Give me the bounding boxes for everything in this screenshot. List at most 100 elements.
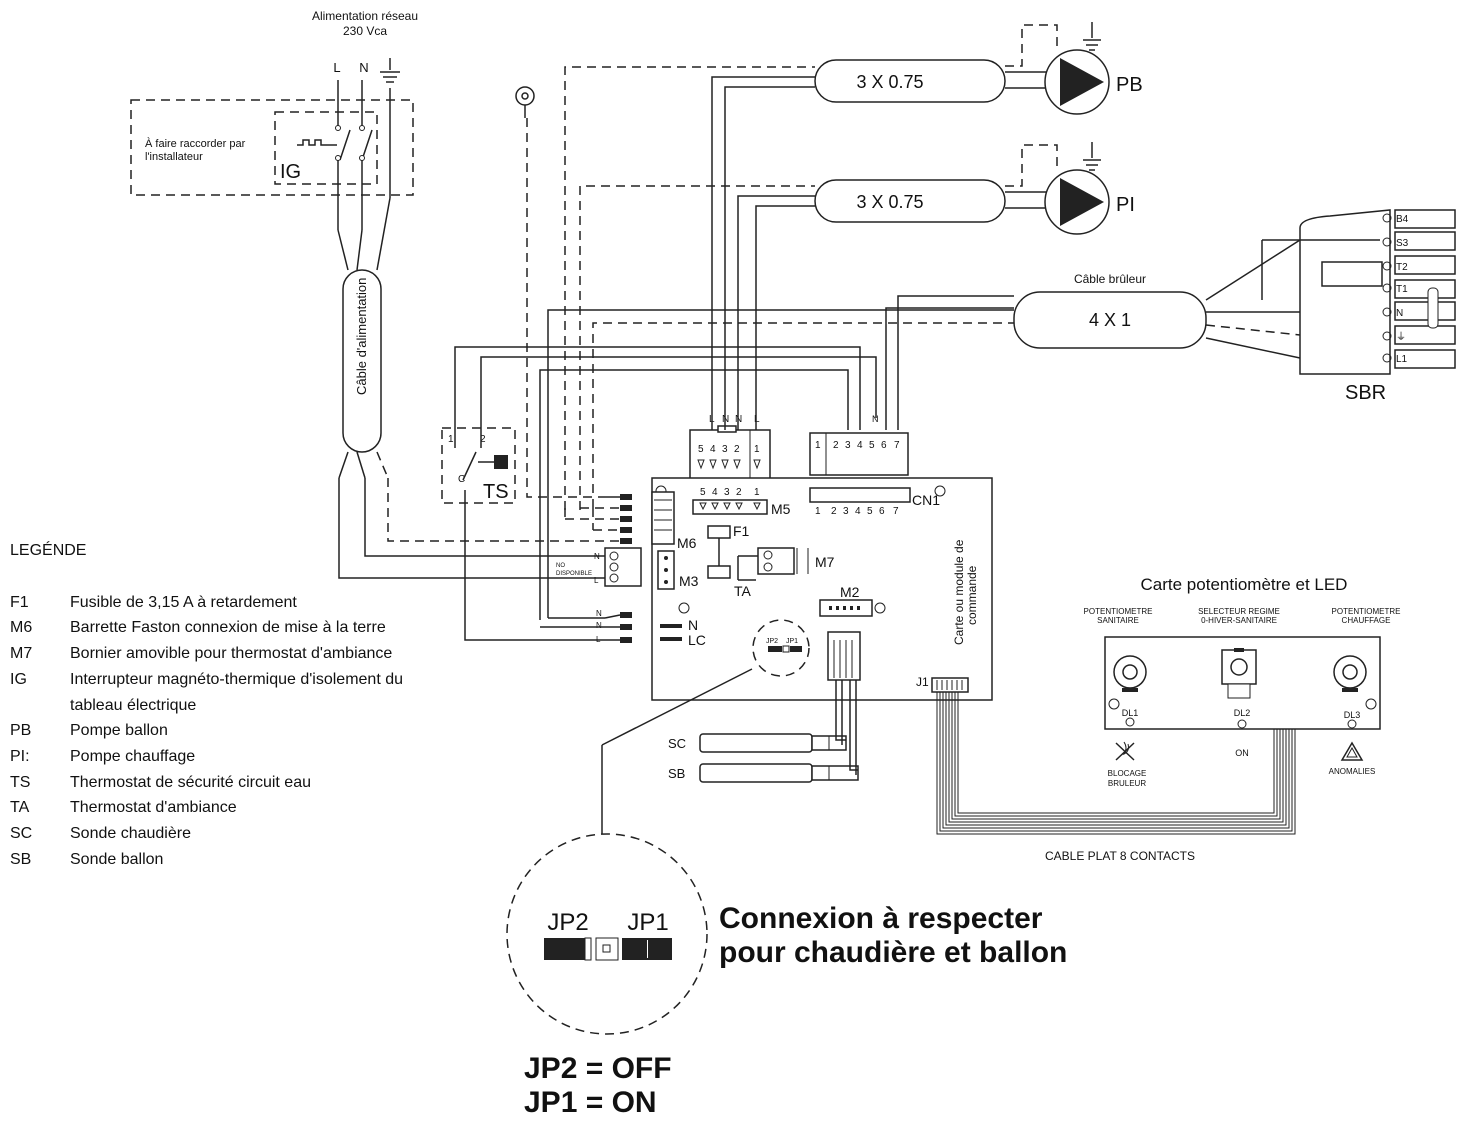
board-m5: 5 4 3 2 1 M5 (692, 487, 791, 517)
legend-text: Thermostat de sécurité circuit eau (70, 773, 311, 791)
pb-cable (814, 59, 1006, 103)
legend-title: LEGÉNDE (10, 542, 87, 559)
board-cn1-pin-1: 1 (815, 506, 821, 517)
board-m5-pin-2: 2 (736, 487, 742, 498)
no-dispo-terminal: N L NO DISPONIBLE (556, 547, 642, 587)
board-f1-label: F1 (733, 523, 750, 539)
board-j1: J1 (916, 675, 969, 693)
board-m5-pin-5: 5 (700, 487, 706, 498)
sbr-term-5: N (1396, 308, 1403, 319)
plug-m5-pin-1: 1 (754, 444, 760, 455)
legend-row: F1 Fusible de 3,15 A à retardement (10, 590, 450, 616)
sbr-term-1: B4 (1396, 214, 1409, 225)
jumper-state: JP2 = OFF JP1 = ON (524, 1052, 672, 1120)
legend-text: Fusible de 3,15 A à retardement (70, 593, 297, 611)
dl2-label: DL2 (1234, 708, 1251, 718)
board-m5-label: M5 (771, 501, 791, 517)
lower-n2: N (596, 621, 602, 630)
board-cn1: 1 2 3 4 5 6 7 CN1 (809, 487, 940, 517)
board-m3: M3 (657, 550, 699, 590)
sel-line1: SELECTEUR REGIME (1198, 607, 1280, 616)
plug-cn1-pin-1: 1 (815, 440, 821, 451)
pot2-line1: POTENTIOMETRE (1332, 607, 1401, 616)
plug-m5-pin-4: 4 (710, 444, 716, 455)
jumper-state-line2: JP1 = ON (524, 1086, 657, 1119)
legend-code: TA (10, 799, 30, 817)
installer-note-line2: l'installateur (145, 151, 203, 163)
supply-n-label: N (359, 60, 368, 75)
plug-cn1-pin-7: 7 (894, 440, 900, 451)
installer-note-line1: À faire raccorder par (145, 137, 246, 150)
lower-n1: N (596, 609, 602, 618)
board-jumpers: JP2 JP1 (752, 619, 810, 677)
zoom-jp2-label: JP2 (547, 909, 588, 936)
legend-code: M7 (10, 645, 33, 663)
term-n: N (594, 552, 600, 561)
dl3-label: DL3 (1344, 710, 1361, 720)
ig-label: IG (280, 161, 301, 183)
earth-symbol-pb (1083, 22, 1101, 51)
board-m2-label: M2 (840, 584, 860, 600)
zoom-jp1-label: JP1 (627, 909, 668, 936)
zoom-jumpers (544, 937, 672, 961)
sel-line2: 0-HIVER-SANITAIRE (1201, 616, 1277, 625)
legend-text: Pompe ballon (70, 722, 168, 740)
board-cn1-pin-2: 2 (831, 506, 837, 517)
sbr-connector (1299, 209, 1391, 375)
board-m7: M7 TA (734, 547, 835, 599)
led-dl3 (1347, 719, 1357, 729)
no-dispo-line2: DISPONIBLE (556, 571, 592, 577)
term-l: L (594, 576, 599, 585)
legend-text: Pompe chauffage (70, 747, 196, 765)
board-m3-label: M3 (679, 573, 699, 589)
board-j1-label: J1 (916, 675, 929, 689)
legend-text: Bornier amovible pour thermostat d'ambia… (70, 645, 393, 663)
connection-note-line2: pour chaudière et ballon (719, 936, 1068, 969)
board-jp2-label: JP2 (766, 638, 778, 645)
board-m7-label: M7 (815, 554, 835, 570)
burner-cable (1013, 291, 1207, 349)
ig-box (274, 111, 378, 185)
earth-symbol-supply (380, 58, 400, 83)
installer-box (130, 99, 414, 196)
board-m5-pin-4: 4 (712, 487, 718, 498)
board-jp1-label: JP1 (786, 638, 798, 645)
board-side-line2: commande (965, 565, 979, 625)
board-m2: M2 (819, 584, 873, 681)
legend-code: SB (10, 850, 32, 868)
on-label: ON (1235, 748, 1249, 758)
board-n-label: N (688, 617, 698, 633)
supply-cable-label: Câble d'alimentation (354, 278, 369, 395)
board-cn1-pin-4: 4 (855, 506, 861, 517)
board-m5-pin-1: 1 (754, 487, 760, 498)
sbr-pins (1321, 209, 1456, 369)
flat-cable-label: CABLE PLAT 8 CONTACTS (1045, 849, 1195, 863)
ts-tc: C (458, 474, 465, 485)
ts-switch (462, 451, 508, 481)
anomalies-label: ANOMALIES (1329, 767, 1376, 776)
legend-code: PI: (10, 747, 30, 765)
supply-l-label: L (333, 60, 340, 75)
board-cn1-pin-7: 7 (893, 506, 899, 517)
pot-card-title: Carte potentiomètre et LED (1141, 575, 1348, 594)
legend-code: SC (10, 825, 33, 843)
plug-cn1-pin-4: 4 (857, 440, 863, 451)
sbr-term-2: S3 (1396, 238, 1409, 249)
led-dl2 (1237, 719, 1247, 729)
lower-l: L (596, 635, 601, 644)
probe-sc-label: SC (668, 736, 686, 751)
legend-text: Sonde chaudière (70, 825, 191, 843)
connection-note-line1: Connexion à respecter (719, 902, 1043, 935)
legend: LEGÉNDE F1 Fusible de 3,15 A à retardemen… (10, 538, 450, 872)
legend-code: F1 (10, 593, 29, 611)
plug-m5-pin-2: 2 (734, 444, 740, 455)
jumper-state-line1: JP2 = OFF (524, 1052, 672, 1085)
ig-switch (297, 125, 373, 161)
board-m6: M6 (651, 491, 697, 551)
plug-cn1-pin-2: 2 (833, 440, 839, 451)
board-m6-label: M6 (677, 535, 697, 551)
